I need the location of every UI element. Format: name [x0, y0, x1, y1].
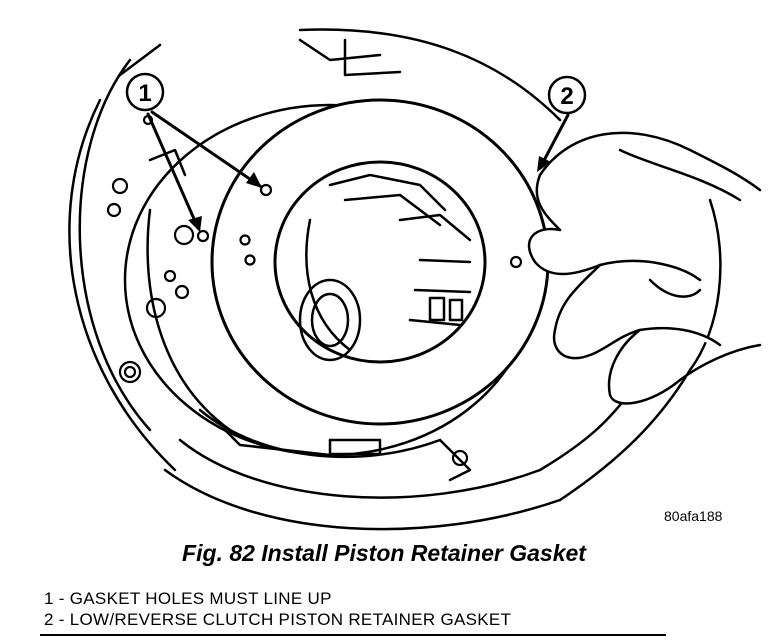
callout-1-label: 1	[138, 80, 151, 107]
legend-underline	[40, 634, 666, 636]
figure-legend: 1 - GASKET HOLES MUST LINE UP 2 - LOW/RE…	[44, 588, 511, 630]
clutch-hub-plate	[123, 38, 537, 482]
gasket-installation-illustration: 1 2	[68, 28, 762, 531]
legend-item-1: 1 - GASKET HOLES MUST LINE UP	[44, 589, 332, 608]
gasket-holes	[196, 183, 523, 269]
transmission-case-outline	[68, 28, 722, 531]
legend-item-2: 2 - LOW/REVERSE CLUTCH PISTON RETAINER G…	[44, 610, 512, 629]
figure-caption: Fig. 82 Install Piston Retainer Gasket	[182, 540, 586, 566]
figure-code: 80afa188	[664, 508, 723, 524]
piston-retainer-gasket	[210, 98, 550, 426]
callout-2-label: 2	[560, 83, 573, 110]
hub-bolt-holes	[106, 114, 469, 467]
technician-hand	[527, 131, 762, 405]
callout-1: 1	[125, 72, 262, 232]
callout-2: 2	[537, 75, 587, 172]
